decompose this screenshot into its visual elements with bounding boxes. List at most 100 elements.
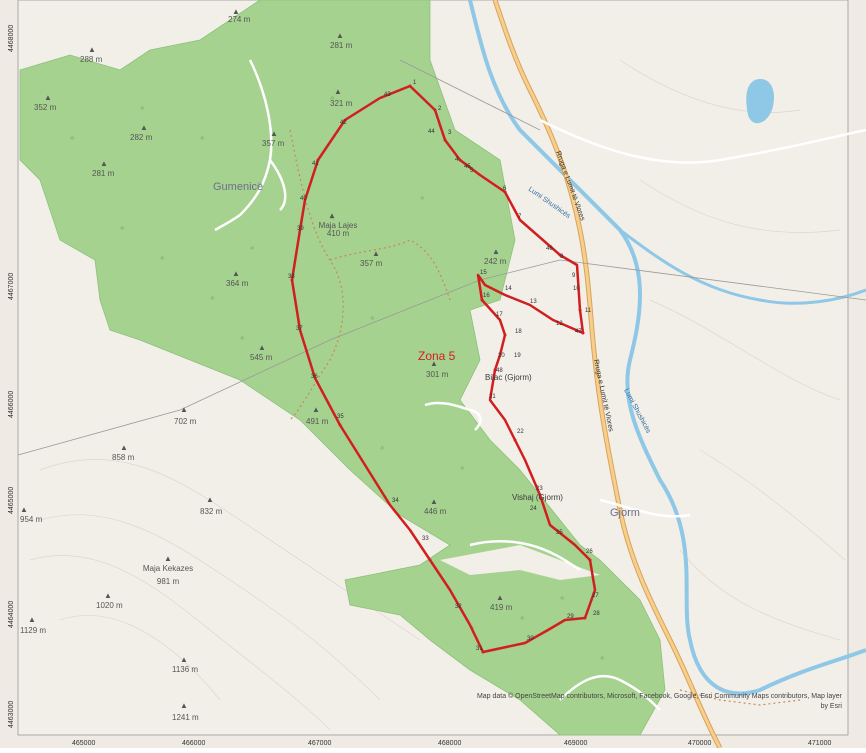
boundary-point-label: 36	[311, 374, 318, 380]
svg-text:▲: ▲	[258, 343, 266, 352]
peak-elevation: 242 m	[484, 257, 507, 266]
trails	[289, 129, 801, 706]
peak-elevation: 321 m	[330, 99, 353, 108]
x-axis-ticks: 465000 466000 467000 468000 469000 47000…	[72, 740, 831, 747]
boundary-point-label: 47	[575, 329, 582, 335]
lake	[746, 79, 775, 124]
peak-elevation: 357 m	[360, 259, 383, 268]
boundary-point-label: 23	[536, 486, 543, 492]
boundary-point-labels: 1 2 3 4 5 6 7 8 9 10 11 12 13 14 15 16 1…	[288, 80, 600, 652]
svg-text:♣: ♣	[330, 215, 335, 222]
svg-text:▲: ▲	[28, 615, 36, 624]
boundary-point-label: 2	[438, 106, 442, 112]
svg-text:♣: ♣	[380, 445, 385, 452]
boundary-point-label: 14	[505, 286, 512, 292]
boundary-point-label: 13	[530, 299, 537, 305]
peak-elevation: 491 m	[306, 417, 329, 426]
boundary-point-label: 38	[288, 274, 295, 280]
boundary-point-label: 7	[518, 214, 522, 220]
boundary-point-label: 24	[530, 506, 537, 512]
boundary-point-label: 8	[560, 254, 564, 260]
secondary-roads	[214, 59, 866, 711]
y-tick: 4468000	[8, 25, 15, 52]
boundary-point-label: 35	[337, 414, 344, 420]
peak-elevation: 410 m	[327, 229, 350, 238]
boundary-point-label: 19	[514, 353, 521, 359]
svg-text:♣: ♣	[70, 135, 75, 142]
boundary-point-label: 46	[546, 246, 553, 252]
svg-text:▲: ▲	[140, 123, 148, 132]
peak-elevation: 858 m	[112, 453, 135, 462]
boundary-point-label: 31	[476, 646, 483, 652]
svg-text:▲: ▲	[180, 655, 188, 664]
river-branch	[619, 228, 866, 305]
svg-text:▲: ▲	[180, 405, 188, 414]
named-peak-maja-kekazes: ▲ Maja Kekazes 981 m	[143, 554, 193, 586]
contour-lines	[29, 59, 846, 731]
svg-text:▲: ▲	[430, 359, 438, 368]
boundary-point-label: 11	[585, 308, 592, 314]
peak-elevation: 352 m	[34, 103, 57, 112]
x-tick: 467000	[308, 740, 331, 747]
place-gumenice: Gumenicë	[213, 181, 263, 193]
peak-elevation: 419 m	[490, 603, 513, 612]
boundary-point-label: 20	[498, 353, 505, 359]
boundary-point-label: 34	[392, 498, 399, 504]
boundary-point-label: 3	[448, 130, 452, 136]
svg-text:▲: ▲	[334, 87, 342, 96]
svg-text:▲: ▲	[88, 45, 96, 54]
svg-text:♣: ♣	[160, 255, 165, 262]
boundary-point-label: 48	[496, 368, 503, 374]
svg-text:♣: ♣	[600, 655, 605, 662]
boundary-point-label: 17	[496, 312, 503, 318]
boundary-point-label: 9	[572, 273, 576, 279]
boundary-point-label: 32	[455, 604, 462, 610]
peak-elevation: 832 m	[200, 507, 223, 516]
y-axis-ticks: 4468000 4467000 4466000 4465000 4464000 …	[8, 25, 15, 728]
peak-elevation: 274 m	[228, 15, 251, 24]
boundary-point-label: 6	[503, 186, 507, 192]
boundary-point-label: 42	[340, 120, 347, 126]
peak-elevation: 301 m	[426, 370, 449, 379]
boundary-point-label: 1	[413, 80, 417, 86]
peak-elevation: 281 m	[330, 41, 353, 50]
forest-pattern: ♣♣♣ ♣♣♣ ♣♣♣ ♣♣♣ ♣♣♣ ♣♣♣	[70, 95, 605, 662]
boundary-point-label: 15	[480, 270, 487, 276]
peak-elevation: 282 m	[130, 133, 153, 142]
peak-elevation: 1136 m	[172, 665, 198, 674]
boundary-point-label: 25	[556, 530, 563, 536]
boundary-point-label: 22	[517, 429, 524, 435]
svg-text:▲: ▲	[206, 495, 214, 504]
attribution-text-2: by Esri	[821, 703, 843, 710]
x-tick: 470000	[688, 740, 711, 747]
village-bilac: Bilac (Gjorm)	[485, 373, 532, 382]
boundary-point-label: 33	[422, 536, 429, 542]
svg-text:▲: ▲	[232, 7, 240, 16]
y-tick: 4466000	[8, 391, 15, 418]
boundary-point-label: 37	[296, 326, 303, 332]
boundary-point-label: 43	[384, 92, 391, 98]
svg-text:▲: ▲	[100, 159, 108, 168]
boundary-vertices	[290, 84, 592, 654]
named-peak-maja-lajes: ▲ Maja Lajes 410 m	[319, 211, 358, 238]
svg-text:♣: ♣	[420, 195, 425, 202]
boundary-point-label: 27	[592, 593, 599, 599]
forest-clearing	[440, 545, 600, 580]
boundary-point-label: 39	[297, 226, 304, 232]
power-lines	[17, 59, 866, 456]
svg-text:▲: ▲	[20, 505, 28, 514]
svg-text:♣: ♣	[140, 105, 145, 112]
peak-elevation: 1241 m	[172, 713, 199, 722]
boundary-point-label: 18	[515, 329, 522, 335]
boundary-point-label: 28	[593, 611, 600, 617]
boundary-point-label: 21	[489, 394, 496, 400]
peak-elevation: 545 m	[250, 353, 273, 362]
peak-elevation: 364 m	[226, 279, 249, 288]
svg-text:♣: ♣	[330, 95, 335, 102]
peak-elevation: 288 m	[80, 55, 103, 64]
svg-text:▲: ▲	[44, 93, 52, 102]
svg-text:♣: ♣	[370, 315, 375, 322]
peak-name: Maja Kekazes	[143, 564, 193, 573]
